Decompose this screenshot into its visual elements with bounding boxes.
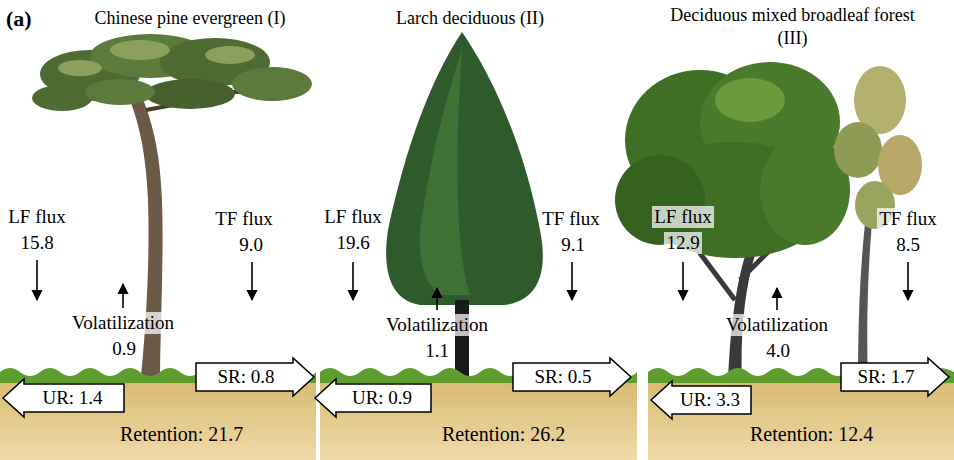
flux-name: Volatilization	[384, 314, 490, 336]
flux-value: 1.1	[423, 340, 451, 362]
runoff-value: SR: 0.8	[217, 366, 274, 388]
underground-runoff-arrow: UR: 1.4	[2, 378, 125, 418]
flux-value: 12.9	[664, 232, 701, 254]
flux-name: TF flux	[213, 208, 275, 230]
label-holder: Chinese pine evergreen (I)	[60, 8, 320, 29]
surface-runoff-arrow: SR: 0.5	[512, 357, 632, 397]
label-holder: 1.1	[416, 340, 458, 362]
label-holder: LF flux	[648, 206, 718, 228]
label-holder: 9.1	[548, 234, 598, 256]
panel-letter: (a)	[4, 6, 34, 31]
arrow-shape	[651, 381, 751, 419]
label-holder: 15.8	[10, 232, 64, 254]
label-holder: LF flux	[2, 206, 72, 228]
runoff-value: UR: 0.9	[352, 387, 412, 409]
arrow-shape	[3, 379, 124, 417]
label-holder: 12.9	[656, 232, 710, 254]
flux-value: 9.1	[559, 234, 587, 256]
label-holder: 9.0	[225, 234, 277, 256]
flux-value: 0.9	[110, 338, 138, 360]
broadleaf-trees	[615, 62, 922, 386]
retention-value: Retention: 26.2	[442, 423, 565, 445]
label-holder: (a)	[4, 6, 48, 31]
flux-name: Volatilization	[724, 314, 830, 336]
flux-arrows	[37, 260, 908, 310]
label-holder: TF flux	[203, 208, 285, 230]
runoff-value: UR: 1.4	[42, 387, 102, 409]
label-holder: Volatilization	[56, 312, 190, 334]
flux-name: LF flux	[6, 206, 68, 228]
flux-value: 4.0	[764, 340, 792, 362]
flux-value: 15.8	[18, 232, 55, 254]
label-holder: 0.9	[103, 338, 145, 360]
surface-runoff-arrow: SR: 0.8	[195, 357, 315, 397]
retention-value: Retention: 21.7	[120, 423, 243, 445]
label-holder: Volatilization	[710, 314, 844, 336]
flux-name: LF flux	[652, 206, 714, 228]
panel-title: Chinese pine evergreen (I)	[92, 8, 287, 29]
label-holder: 19.6	[326, 232, 380, 254]
panel-title: Larch deciduous (II)	[394, 8, 546, 29]
label-holder: Deciduous mixed broadleaf forest (III)	[655, 4, 930, 51]
arrow-shape	[841, 358, 949, 396]
flux-name: TF flux	[540, 208, 602, 230]
label-holder: LF flux	[318, 206, 388, 228]
flux-value: 8.5	[894, 234, 922, 256]
label-holder: TF flux	[866, 208, 950, 230]
label-holder: TF flux	[530, 208, 612, 230]
arrow-shape	[513, 358, 631, 396]
surface-runoff-arrow: SR: 1.7	[840, 357, 950, 397]
pine-tree	[32, 34, 312, 386]
flux-name: Volatilization	[70, 312, 176, 334]
runoff-value: SR: 0.5	[534, 366, 591, 388]
underground-runoff-arrow: UR: 0.9	[314, 378, 432, 418]
runoff-value: UR: 3.3	[680, 389, 740, 411]
panel-title: Deciduous mixed broadleaf forest (III)	[655, 4, 930, 51]
label-holder: Volatilization	[370, 314, 504, 336]
label-holder: 4.0	[755, 340, 801, 362]
arrow-shape	[315, 379, 431, 417]
flux-name: TF flux	[877, 208, 939, 230]
label-holder: Larch deciduous (II)	[345, 8, 595, 29]
underground-runoff-arrow: UR: 3.3	[650, 380, 752, 420]
flux-value: 9.0	[237, 234, 265, 256]
label-holder: 8.5	[883, 234, 933, 256]
flux-value: 19.6	[334, 232, 371, 254]
arrow-shape	[196, 358, 314, 396]
retention-value: Retention: 12.4	[750, 423, 873, 445]
flux-name: LF flux	[322, 206, 384, 228]
runoff-value: SR: 1.7	[857, 366, 914, 388]
